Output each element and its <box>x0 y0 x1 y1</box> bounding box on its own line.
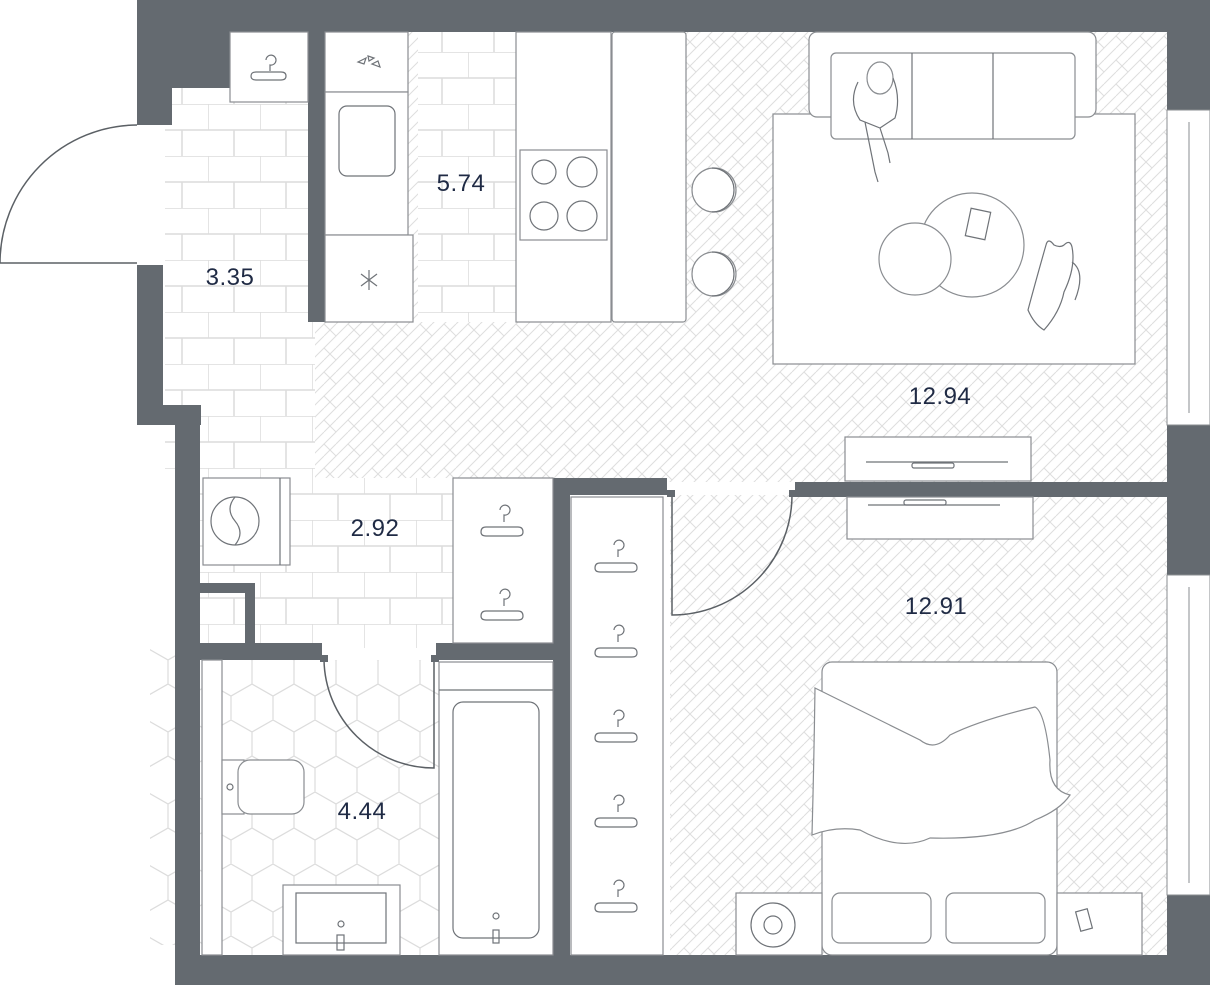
person-seated <box>852 61 899 183</box>
area-label-corridor: 2.92 <box>350 515 400 542</box>
bar-stool <box>691 167 737 213</box>
tv-console-bedroom <box>846 496 1034 540</box>
cat <box>1027 240 1081 331</box>
tv-console-living <box>844 436 1032 482</box>
area-label-bedroom: 12.91 <box>904 593 968 620</box>
washing-machine <box>202 477 291 566</box>
area-label-kitchen: 5.74 <box>436 170 486 197</box>
magazine <box>964 207 992 241</box>
bar-stool <box>691 251 737 297</box>
bathroom-door[interactable] <box>320 655 439 769</box>
pillow <box>831 892 932 944</box>
dishwasher <box>324 31 409 93</box>
sofa <box>808 31 1097 140</box>
toilet <box>221 759 305 815</box>
bedroom-door[interactable] <box>667 490 797 616</box>
blanket <box>811 687 1071 844</box>
window <box>1166 109 1210 426</box>
double-bed <box>811 661 1071 956</box>
entry-door[interactable] <box>0 124 163 265</box>
bathroom-sink <box>282 884 401 956</box>
area-label-bathroom: 4.44 <box>337 798 387 825</box>
pillow <box>945 892 1046 944</box>
bathtub <box>438 661 554 956</box>
nightstand-lamp <box>735 892 823 956</box>
coffee-table-small <box>878 222 952 296</box>
window <box>1166 574 1210 896</box>
walls <box>137 0 1210 985</box>
area-label-hallway: 3.35 <box>205 264 255 291</box>
wardrobe-corridor <box>452 477 554 644</box>
coat-hanger-cabinet <box>229 31 309 103</box>
area-label-living-room: 12.94 <box>908 383 972 410</box>
bar-counter <box>611 31 687 323</box>
hanger-icon <box>250 54 287 81</box>
wardrobe-bedroom <box>570 496 664 956</box>
snowflake-icon <box>360 270 378 290</box>
nightstand-phone <box>1056 892 1143 956</box>
drops-icon <box>356 55 381 69</box>
cooktop <box>519 149 608 241</box>
